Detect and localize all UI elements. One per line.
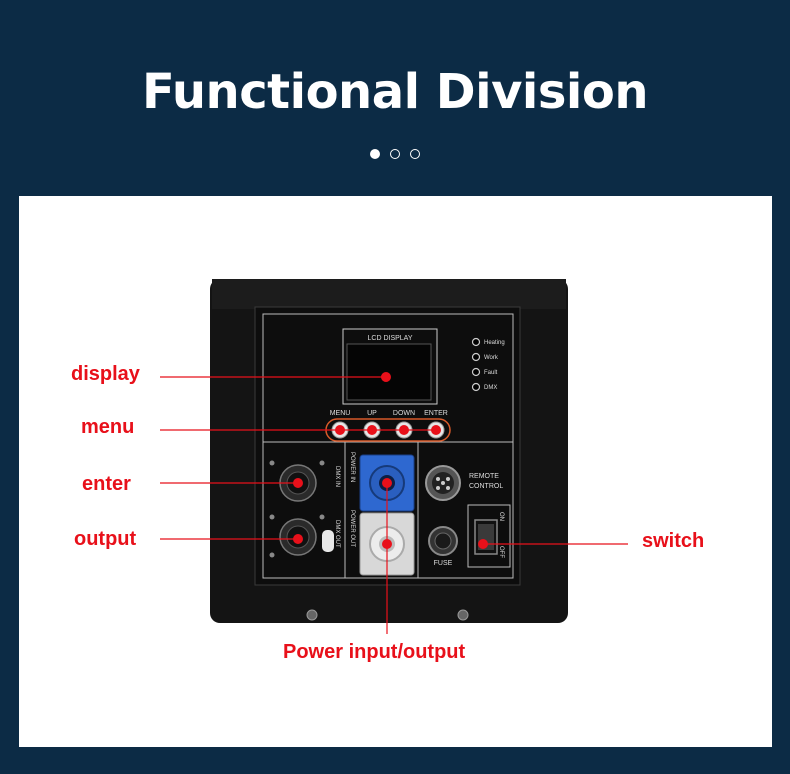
- fuse-holder: FUSE: [428, 526, 458, 567]
- callout-output: output: [74, 528, 137, 550]
- remote-label: REMOTE: [469, 473, 499, 480]
- callout-dots: [293, 372, 488, 549]
- dmx-out-label: DMX OUT: [334, 520, 340, 548]
- indicator-label: Work: [484, 355, 499, 361]
- callout-menu: menu: [81, 416, 135, 438]
- switch-on-label: ON: [498, 512, 504, 521]
- led-fault: [471, 367, 481, 377]
- fuse-label: FUSE: [434, 560, 453, 567]
- button-label: DOWN: [393, 410, 415, 417]
- screw: [306, 609, 318, 621]
- button-label: MENU: [330, 410, 351, 417]
- switch-off-label: OFF: [498, 546, 504, 558]
- page-title: Functional Division: [141, 64, 649, 120]
- power-in-label: POWER IN: [349, 452, 355, 482]
- led-work: [471, 352, 481, 362]
- callout-switch: switch: [642, 530, 705, 552]
- power-out-label: POWER OUT: [349, 510, 355, 547]
- remote-label: CONTROL: [469, 483, 503, 490]
- remote-control: REMOTE CONTROL: [425, 465, 503, 501]
- carousel-dot-3[interactable]: [410, 149, 420, 159]
- callout-enter: enter: [82, 473, 131, 495]
- indicator-label: Fault: [484, 370, 498, 376]
- indicator-lights: Heating Work Fault DMX: [471, 337, 505, 392]
- led-heating: [471, 337, 481, 347]
- dmx-terminator: [322, 530, 334, 552]
- carousel-dot-2[interactable]: [390, 149, 400, 159]
- lcd-frame: [342, 328, 438, 405]
- callout-display: display: [71, 363, 140, 385]
- indicator-label: DMX: [484, 385, 497, 391]
- screw: [457, 609, 469, 621]
- callout-lines: [160, 376, 628, 634]
- button-label: ENTER: [424, 410, 448, 417]
- panel-outline: [262, 313, 514, 579]
- dmx-in-label: DMX IN: [334, 466, 340, 487]
- indicator-label: Heating: [484, 340, 505, 346]
- carousel-dot-1[interactable]: [370, 149, 380, 159]
- lcd-screen: [346, 343, 432, 401]
- callout-power: Power input/output: [283, 641, 466, 663]
- device-top: [212, 279, 566, 309]
- led-dmx: [471, 382, 481, 392]
- carousel-indicator: [0, 146, 790, 164]
- button-label: UP: [367, 410, 377, 417]
- lcd-label: LCD DISPLAY: [368, 335, 413, 342]
